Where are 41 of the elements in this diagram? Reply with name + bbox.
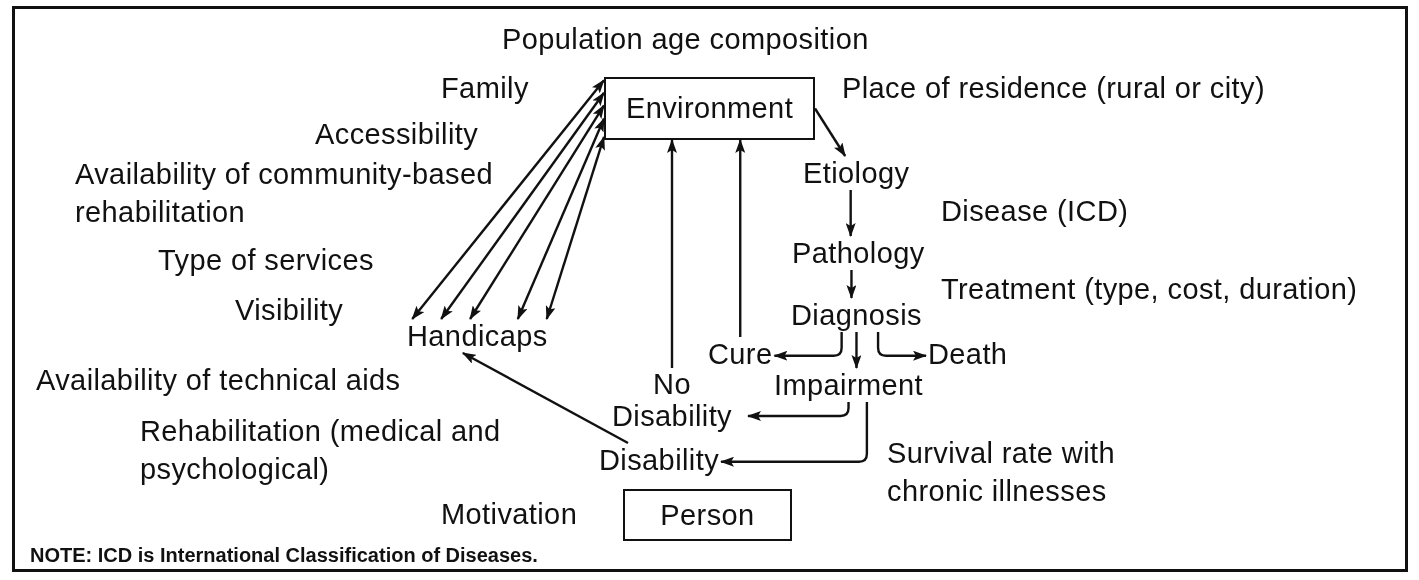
- arrow: [667, 139, 677, 368]
- arrow: [814, 107, 847, 157]
- arrow: [773, 332, 843, 361]
- arrow: [440, 91, 605, 320]
- arrow: [720, 402, 869, 467]
- factor-label: Rehabilitation (medical and psychological): [140, 414, 502, 487]
- arrow: [545, 135, 606, 320]
- stage-label: Pathology: [790, 236, 927, 270]
- note-text: NOTE: ICD is International Classification of Diseases.: [30, 544, 538, 567]
- stage-label: Death: [926, 337, 1010, 371]
- stage-label: Diagnosis: [789, 298, 924, 332]
- stage-label: Cure: [706, 337, 775, 371]
- factor-label: Population age composition: [502, 22, 869, 56]
- arrow: [845, 190, 856, 237]
- arrow: [876, 332, 927, 361]
- factor-label: Disease (ICD): [941, 194, 1129, 228]
- arrow: [735, 139, 746, 337]
- arrow: [469, 104, 605, 320]
- arrow: [411, 79, 605, 320]
- factor-label: Availability of community-based rehabilitation: [75, 157, 495, 230]
- factor-label: Treatment (type, cost, duration): [941, 272, 1358, 306]
- stage-label: Handicaps: [405, 319, 550, 353]
- arrow: [516, 117, 606, 320]
- arrow: [846, 270, 857, 299]
- factor-label: Motivation: [441, 497, 578, 531]
- stage-label: Etiology: [801, 156, 912, 190]
- process-box: Environment: [604, 77, 815, 140]
- factor-label: Place of residence (rural or city): [842, 71, 1265, 105]
- arrow: [462, 351, 629, 445]
- factor-label: Family: [441, 71, 529, 105]
- factor-label: Visibility: [235, 293, 344, 327]
- stage-label: Disability: [597, 443, 722, 477]
- factor-label: Type of services: [158, 243, 374, 277]
- stage-label: No Disability: [596, 368, 748, 432]
- factor-label: Accessibility: [315, 117, 479, 151]
- factor-label: Availability of technical aids: [36, 363, 401, 397]
- arrow: [747, 402, 850, 421]
- process-box: Person: [623, 489, 792, 541]
- arrow: [851, 332, 862, 369]
- factor-label: Survival rate with chronic illnesses: [887, 436, 1116, 509]
- stage-label: Impairment: [772, 368, 926, 402]
